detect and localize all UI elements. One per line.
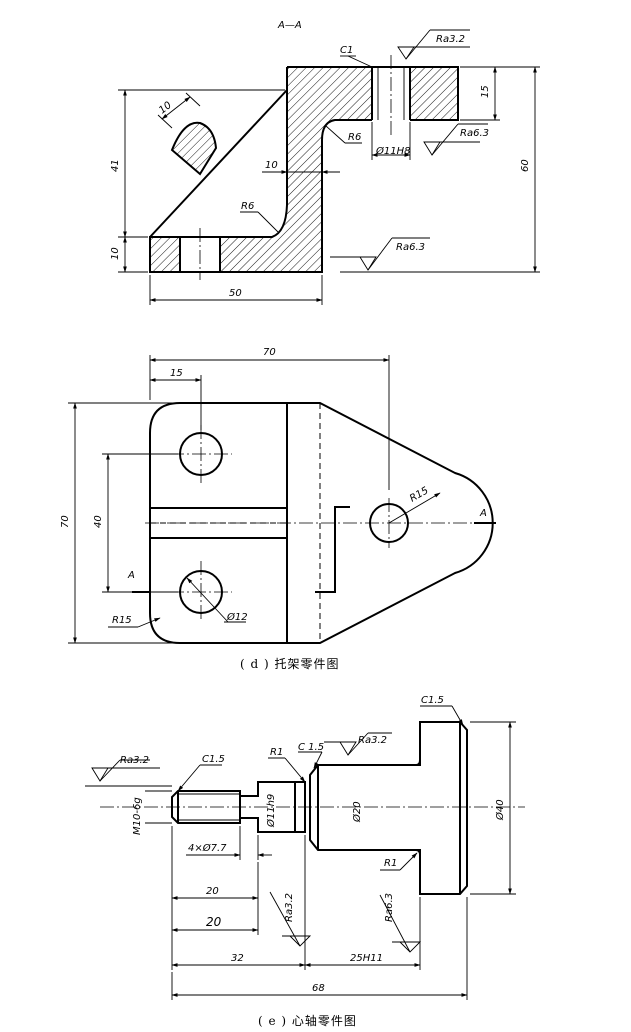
dim-r15-right: R15 xyxy=(408,485,431,504)
ra-6-3-bottom: Ra6.3 xyxy=(396,242,425,253)
section-hatching xyxy=(150,67,458,272)
ra-6-3-vert: Ra6.3 xyxy=(384,893,395,922)
dim-m10: M10-6g xyxy=(132,797,143,835)
dim-phi40: Ø40 xyxy=(494,799,506,821)
section-mark-a-left: A xyxy=(127,570,135,581)
dim-c1: C1 xyxy=(340,45,353,56)
ra-3-2-top: Ra3.2 xyxy=(358,735,387,746)
dim-r1-bottom: R1 xyxy=(384,858,397,869)
plan-view: A A 70 15 70 40 R15 R15 Ø12 ( d ) 托架零件图 xyxy=(60,347,496,671)
ra-3-2-left: Ra3.2 xyxy=(120,755,149,766)
caption-d: ( d ) 托架零件图 xyxy=(240,657,340,671)
dim-41: 41 xyxy=(110,159,121,172)
dim-r6-upper: R6 xyxy=(348,132,361,143)
section-view-a-a: A—A C1 xyxy=(110,20,540,305)
dim-r1-top: R1 xyxy=(270,747,283,758)
section-label: A—A xyxy=(277,20,302,31)
dim-10-left: 10 xyxy=(110,247,121,260)
ra-3-2-top: Ra3.2 xyxy=(436,34,465,45)
dim-c15-right: C1.5 xyxy=(421,695,444,706)
dim-phi20: Ø20 xyxy=(351,801,363,823)
dim-20a: 20 xyxy=(206,886,219,897)
dim-60: 60 xyxy=(520,159,531,172)
shaft-outline xyxy=(171,721,468,895)
dim-50: 50 xyxy=(229,288,242,299)
section-mark-a-right: A xyxy=(479,508,487,519)
ra-6-3-right: Ra6.3 xyxy=(460,128,489,139)
dim-10-web: 10 xyxy=(265,160,278,171)
dim-15: 15 xyxy=(480,85,491,98)
dim-25h11: 25H11 xyxy=(350,953,383,964)
dim-20b: 20 xyxy=(206,915,222,929)
dim-32: 32 xyxy=(231,953,244,964)
section-dimensions: C1 Ra3.2 15 60 Ra6.3 Ø11H8 R6 xyxy=(110,29,540,305)
dim-phi11h9: Ø11h9 xyxy=(265,794,277,828)
dim-r6-lower: R6 xyxy=(241,201,254,212)
dim-40: 40 xyxy=(93,515,104,528)
caption-e: ( e ) 心轴零件图 xyxy=(258,1013,357,1028)
dim-c15-mid: C 1.5 xyxy=(298,742,324,753)
dim-10-rib: 10 xyxy=(157,100,174,117)
dim-68: 68 xyxy=(312,983,325,994)
dim-c15-left: C1.5 xyxy=(202,754,225,765)
dim-phi12: Ø12 xyxy=(226,611,248,623)
dim-r15-left: R15 xyxy=(112,615,132,626)
dim-phi11h8: Ø11H8 xyxy=(375,145,410,157)
dim-70-top: 70 xyxy=(263,347,276,358)
dim-15-plan: 15 xyxy=(170,368,183,379)
ra-3-2-vert: Ra3.2 xyxy=(284,893,295,922)
section-outline xyxy=(149,55,459,280)
dim-70-left: 70 xyxy=(60,515,71,528)
dim-holes: 4×Ø7.7 xyxy=(188,842,227,854)
shaft-view: Ra3.2 C1.5 M10-6g Ø11h9 R1 C 1.5 Ra3.2 C… xyxy=(85,695,525,1028)
